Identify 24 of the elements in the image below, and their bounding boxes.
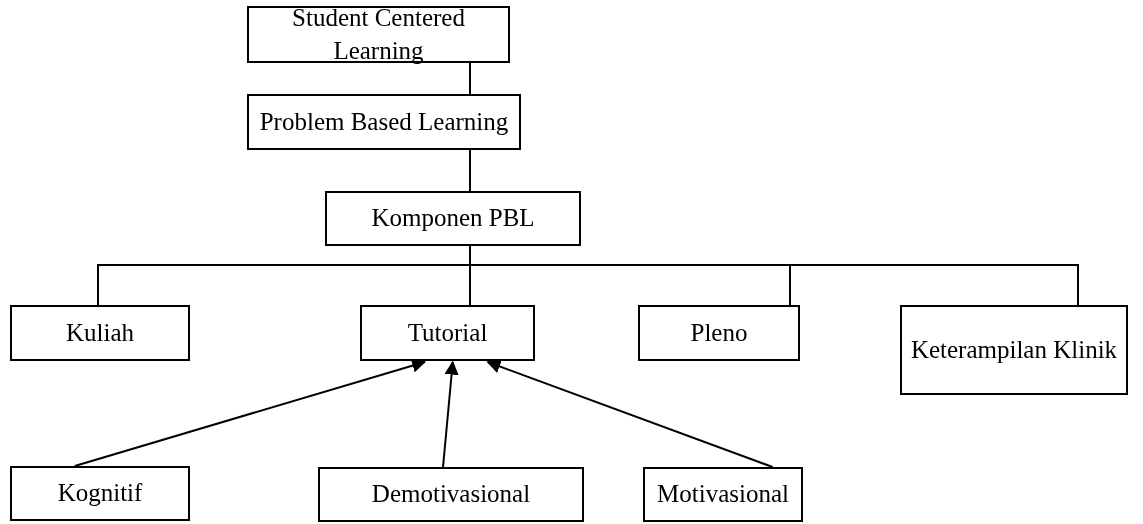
box-label: Demotivasional <box>371 479 531 510</box>
box-label: Pleno <box>690 317 748 348</box>
box-label: Problem Based Learning <box>259 106 509 137</box>
text-box <box>325 191 581 246</box>
connector-line <box>469 62 471 95</box>
box-label: Kognitif <box>57 478 143 509</box>
arrow <box>486 359 774 468</box>
box-label: Komponen PBL <box>371 203 535 234</box>
arrow <box>442 360 459 468</box>
text-box <box>638 305 800 361</box>
text-box <box>643 467 803 522</box>
text-box <box>10 466 190 521</box>
text-box <box>318 467 584 522</box>
text-box <box>360 305 535 361</box>
box-label: Student Centered Learning <box>291 3 466 66</box>
box-label: Tutorial <box>407 317 488 348</box>
text-box <box>247 6 510 63</box>
box-label: Keterampilan Klinik <box>910 334 1118 365</box>
box-label: Kuliah <box>65 317 134 348</box>
text-box <box>10 305 190 361</box>
box-label: Motivasional <box>657 479 789 510</box>
text-box <box>900 305 1128 395</box>
text-box <box>247 94 521 150</box>
connector-line <box>469 149 471 192</box>
